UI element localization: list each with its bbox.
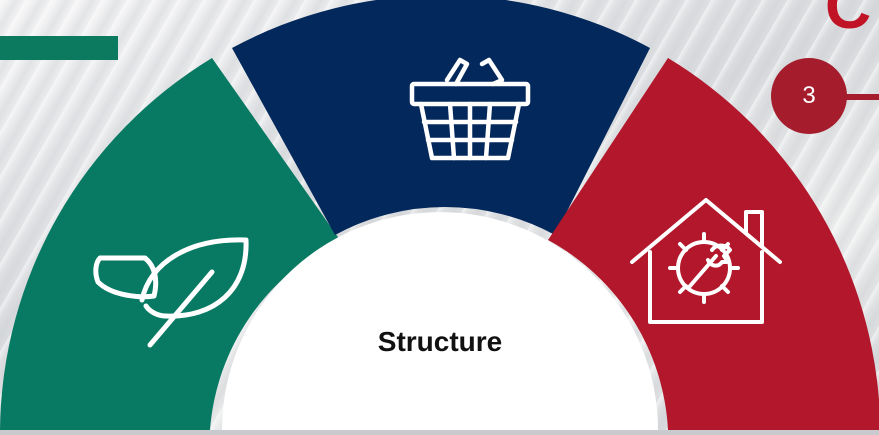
segment-sustainability[interactable] [0,58,340,430]
corner-title-letter: C [825,0,872,42]
segment-retail[interactable] [232,0,650,235]
house-gear-wrench-icon [630,198,782,324]
step-number-badge: 3 [771,58,847,134]
leaf-icon [93,237,249,348]
center-hub [222,212,658,430]
bottom-divider [0,430,879,435]
badge-connector-line [845,94,879,100]
center-label: Structure [377,326,503,357]
green-accent-bar [0,36,118,60]
shopping-basket-icon [409,57,531,161]
